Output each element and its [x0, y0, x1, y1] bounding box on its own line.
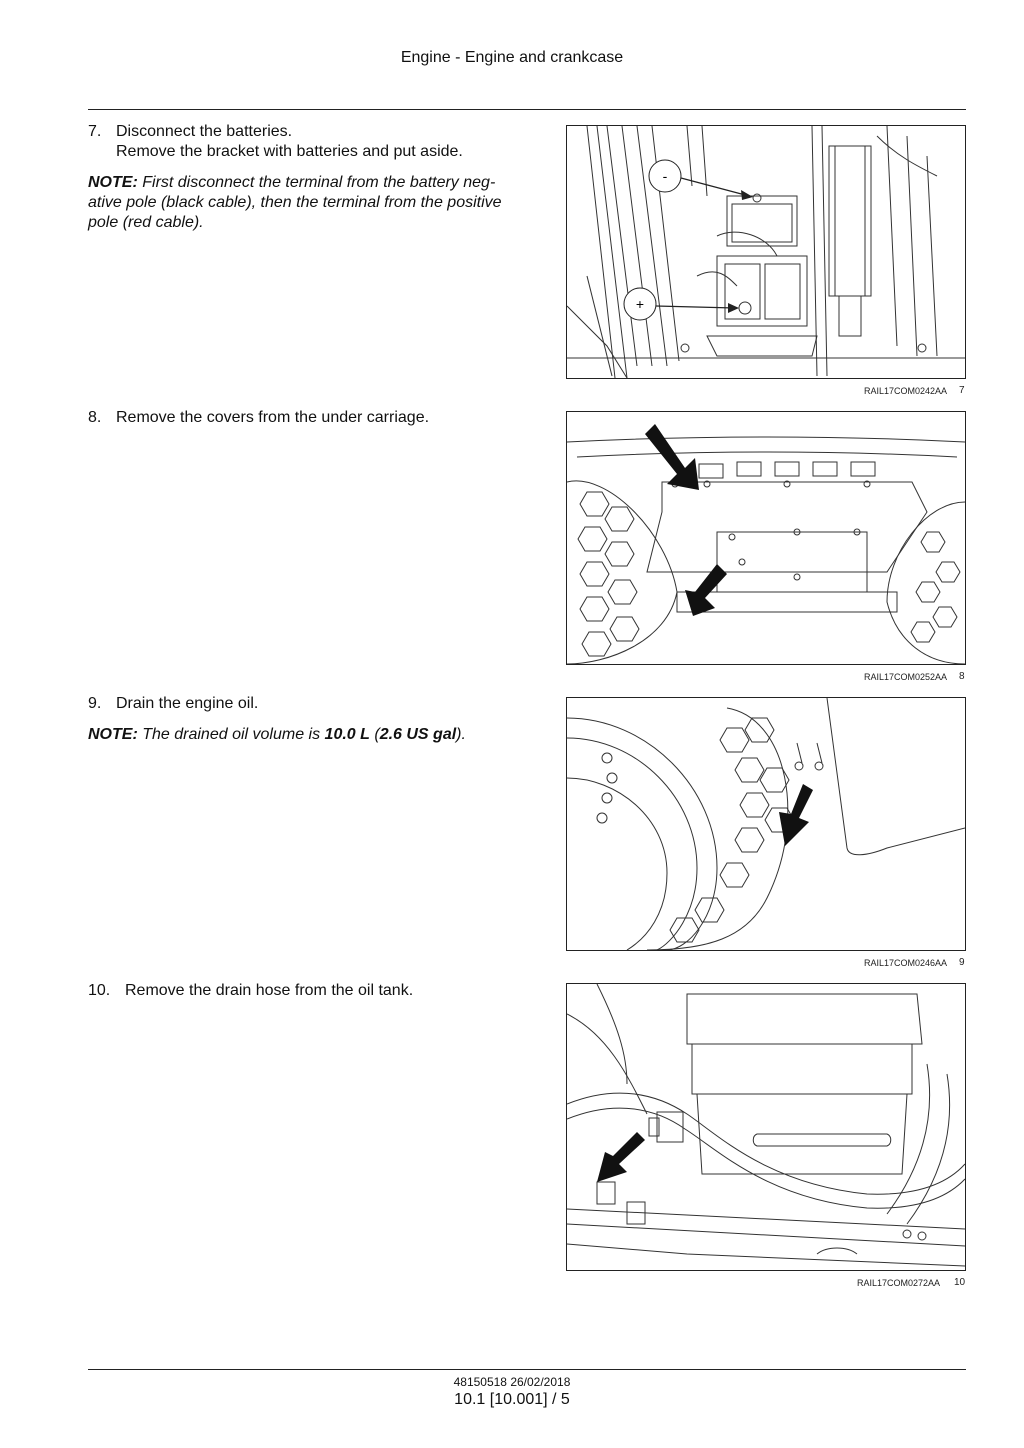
note-text: (: [369, 726, 380, 743]
footer-document-code: 48150518 26/02/2018: [453, 1375, 571, 1389]
note-step-9: NOTE: The drained oil volume is 10.0 L (…: [88, 725, 538, 745]
figure-drain-oil: [566, 697, 966, 951]
step-text: Disconnect the batteries.: [116, 123, 293, 140]
figure-undercarriage: [566, 411, 966, 665]
plus-callout: +: [636, 296, 644, 312]
step-text: Remove the drain hose from the oil tank.: [125, 982, 414, 999]
note-label: NOTE:: [88, 174, 138, 191]
note-text: pole (red cable).: [88, 214, 204, 231]
note-step-7: NOTE: First disconnect the terminal from…: [88, 173, 538, 233]
figure-number: 10: [954, 1277, 966, 1288]
step-9: 9. Drain the engine oil.: [88, 694, 538, 714]
footer-page-number: 10.1 [10.001] / 5: [454, 1391, 570, 1408]
figure-code: RAIL17COM0252AA: [864, 672, 948, 682]
figure-number: 8: [959, 671, 965, 682]
figure-drain-hose: [566, 983, 966, 1271]
step-number: 7.: [88, 123, 102, 140]
step-text: Remove the covers from the under carriag…: [116, 409, 430, 426]
figure-number: 7: [959, 385, 965, 396]
footer-rule: [88, 1369, 966, 1370]
page-header-title: Engine - Engine and crankcase: [400, 49, 624, 66]
oil-volume-us: 2.6 US gal: [379, 726, 457, 743]
step-text: Remove the bracket with batteries and pu…: [116, 143, 463, 160]
note-label: NOTE:: [88, 726, 138, 743]
figure-number: 9: [959, 957, 965, 968]
figure-code: RAIL17COM0272AA: [857, 1278, 941, 1288]
step-number: 10.: [88, 982, 111, 999]
step-7: 7. Disconnect the batteries. Remove the b…: [88, 122, 538, 162]
step-number: 8.: [88, 409, 102, 426]
drain-hose-illustration: [567, 984, 965, 1267]
figure-batteries: - +: [566, 125, 966, 379]
minus-callout: -: [663, 168, 668, 184]
batteries-illustration: - +: [567, 126, 965, 378]
drain-oil-illustration: [567, 698, 965, 950]
note-text: ative pole (black cable), then the termi…: [88, 194, 502, 211]
step-text: Drain the engine oil.: [116, 695, 259, 712]
figure-code: RAIL17COM0242AA: [864, 386, 948, 396]
note-text: The drained oil volume is: [142, 726, 325, 743]
step-10: 10. Remove the drain hose from the oil ta…: [88, 981, 538, 1001]
oil-volume-metric: 10.0 L: [324, 726, 370, 743]
header-rule: [88, 109, 966, 110]
step-8: 8. Remove the covers from the under carri…: [88, 408, 538, 428]
figure-code: RAIL17COM0246AA: [864, 958, 948, 968]
undercarriage-illustration: [567, 424, 965, 664]
note-text: ).: [456, 726, 466, 743]
note-text: First disconnect the terminal from the b…: [142, 174, 496, 191]
step-number: 9.: [88, 695, 102, 712]
